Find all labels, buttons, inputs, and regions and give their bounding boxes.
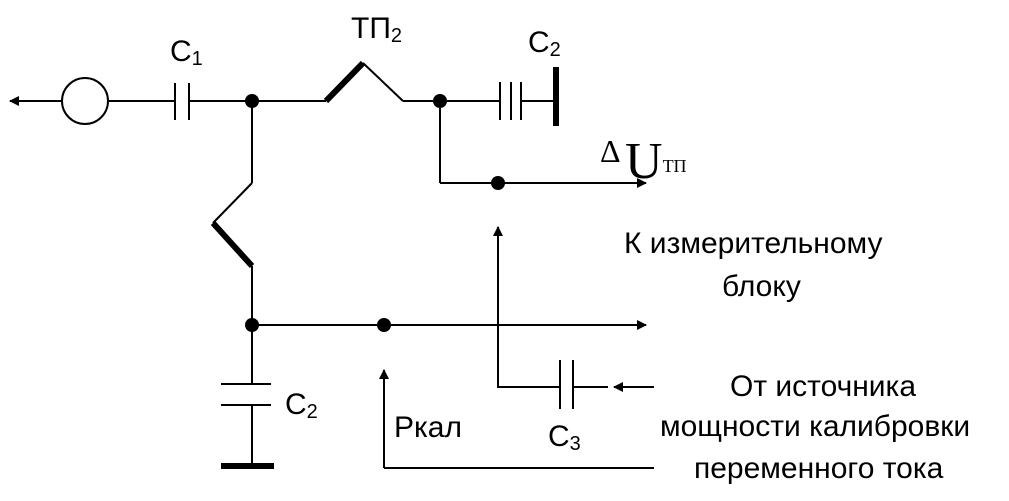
c1-label: C1 bbox=[170, 35, 203, 70]
bridge-thick-leg bbox=[210, 220, 255, 269]
junction-dot bbox=[491, 176, 505, 190]
source-label-line3: переменного тока bbox=[694, 452, 944, 485]
junction-dot bbox=[433, 94, 447, 108]
bridge-thin-leg bbox=[212, 182, 253, 224]
source-label-line2: мощности калибровки bbox=[660, 410, 970, 443]
junction-dot bbox=[245, 94, 259, 108]
tp2-label: ТП2 bbox=[351, 12, 402, 47]
measure-label-line1: К измерительному bbox=[624, 227, 883, 260]
c2-bottom-label: C2 bbox=[285, 388, 318, 423]
tp2-thermocouple-thin-leg bbox=[362, 62, 404, 102]
junction-dot bbox=[377, 318, 391, 332]
measure-label-line2: блоку bbox=[722, 270, 801, 303]
c2-top-label: C2 bbox=[528, 26, 561, 61]
u-tp-label: UТП bbox=[625, 133, 687, 190]
c3-label: C3 bbox=[548, 420, 581, 455]
pkal-label: Ркал bbox=[394, 411, 462, 444]
junction-dot bbox=[245, 318, 259, 332]
source-label-line1: От источника bbox=[730, 370, 916, 403]
tp2-thermocouple-thick-leg bbox=[323, 60, 366, 104]
delta-symbol: Δ bbox=[600, 133, 621, 169]
generator-circle bbox=[61, 77, 109, 125]
